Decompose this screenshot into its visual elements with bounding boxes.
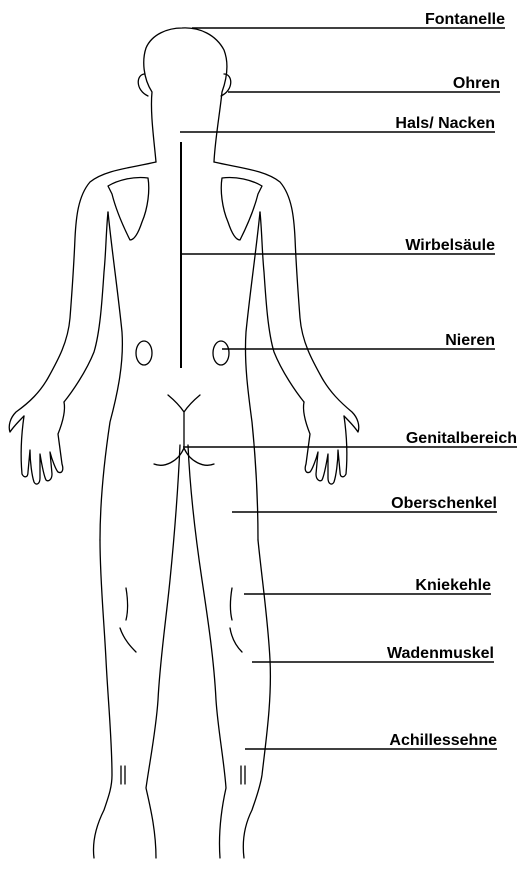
left-kidney — [136, 341, 152, 365]
label-hals-nacken: Hals/ Nacken — [395, 115, 495, 132]
left-torso-arm-outline — [9, 162, 156, 432]
label-genitalbereich: Genitalbereich — [406, 430, 517, 447]
left-leg-inner — [146, 445, 180, 858]
right-leg-outer — [243, 540, 270, 858]
right-arm-inner — [260, 212, 304, 402]
left-knee-crease — [126, 588, 128, 620]
human-body-back-view — [9, 28, 359, 858]
label-nieren: Nieren — [445, 332, 495, 349]
right-kidney — [213, 341, 229, 365]
right-calf-contour — [230, 628, 242, 652]
right-knee-crease — [231, 588, 233, 620]
labels: Fontanelle Ohren Hals/ Nacken Wirbelsäul… — [387, 11, 517, 749]
label-achillessehne: Achillessehne — [389, 732, 497, 749]
label-ohren: Ohren — [453, 75, 500, 92]
left-hand — [21, 402, 64, 484]
right-hand — [303, 402, 346, 484]
left-shoulder-blade — [108, 177, 149, 240]
right-torso-arm-outline — [214, 162, 359, 432]
gluteal-cleft — [168, 395, 200, 446]
left-ear — [138, 74, 148, 96]
label-kniekehle: Kniekehle — [415, 577, 491, 594]
left-achilles-marks — [121, 766, 125, 784]
head-outline — [144, 28, 227, 162]
right-shoulder-blade — [221, 177, 262, 240]
right-leg-inner — [188, 445, 226, 858]
left-torso-side — [100, 212, 122, 540]
right-torso-side — [245, 212, 260, 540]
label-wirbelsaeule: Wirbelsäule — [405, 237, 495, 254]
right-achilles-marks — [241, 766, 245, 784]
label-oberschenkel: Oberschenkel — [391, 495, 497, 512]
gluteal-fold — [154, 448, 214, 465]
leader-lines — [180, 28, 517, 749]
label-wadenmuskel: Wadenmuskel — [387, 645, 494, 662]
left-leg-outer — [93, 540, 112, 858]
label-fontanelle: Fontanelle — [425, 11, 505, 28]
left-calf-contour — [120, 628, 136, 652]
